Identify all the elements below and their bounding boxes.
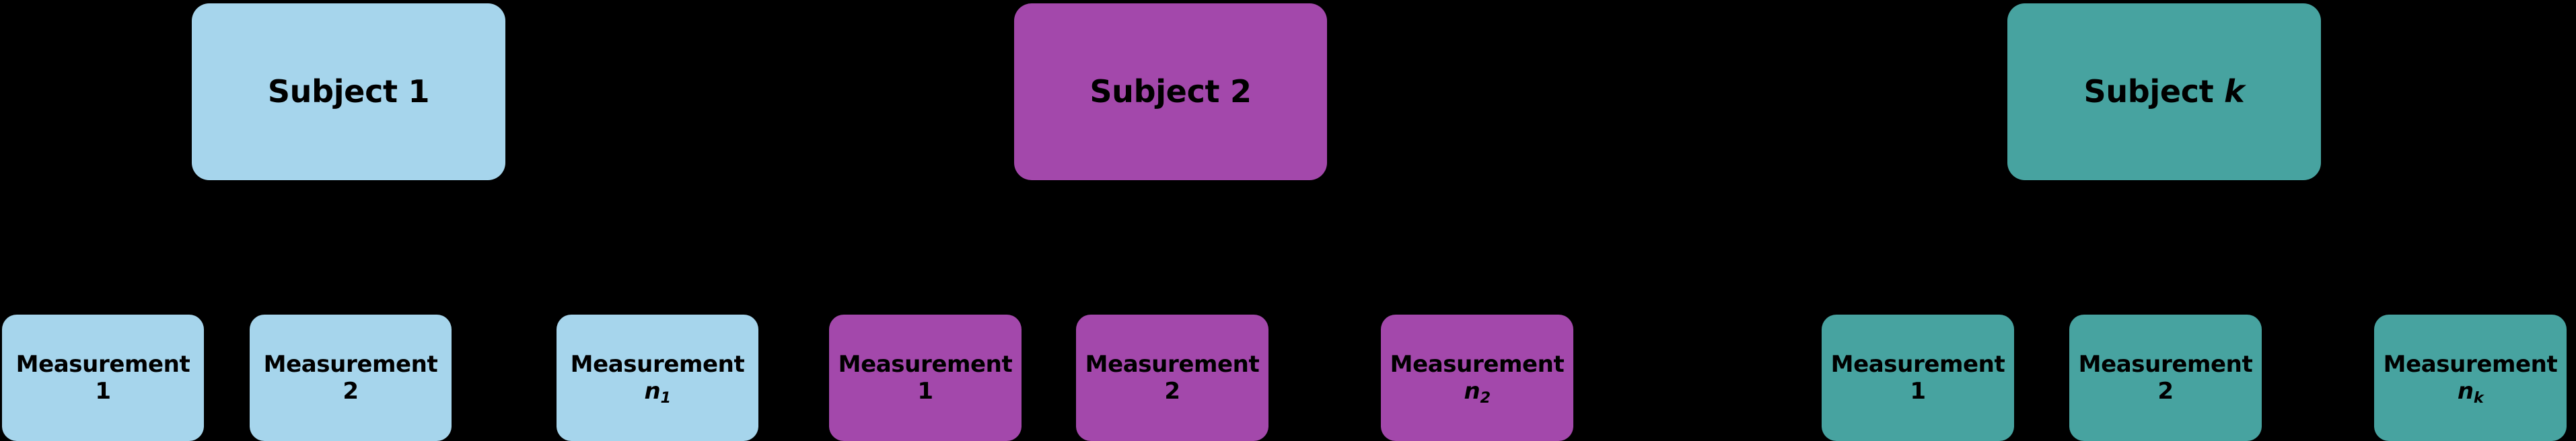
subject-box-2[interactable]: Subject 2: [1014, 3, 1327, 180]
measurement-label-line1: Measurement: [1390, 350, 1565, 378]
measurement-label-line2: nk: [2457, 378, 2484, 407]
measurement-label-line1: Measurement: [2078, 350, 2253, 378]
measurement-label-line2: 2: [2157, 378, 2174, 405]
measurement-label-line1: Measurement: [15, 350, 190, 378]
measurement-label-line2: 1: [95, 378, 111, 405]
subject-label: Subject k: [2083, 73, 2245, 110]
measurement-label-line1: Measurement: [838, 350, 1013, 378]
measurement-label-line1: Measurement: [263, 350, 438, 378]
measurement-label-line2: 2: [343, 378, 359, 405]
measurement-label-line2: 1: [917, 378, 933, 405]
subject-box-1[interactable]: Subject 1: [192, 3, 505, 180]
measurement-label-line2: 1: [1910, 378, 1926, 405]
measurement-label-line2: n2: [1464, 378, 1491, 407]
measurement-label-line1: Measurement: [570, 350, 745, 378]
measurement-label-line1: Measurement: [1085, 350, 1260, 378]
subject-label: Subject 2: [1089, 73, 1252, 110]
measurement-label-line1: Measurement: [2383, 350, 2558, 378]
measurement-label-line1: Measurement: [1830, 350, 2005, 378]
measurement-label-line2: n1: [644, 378, 671, 407]
measurement-label-line2: 2: [1164, 378, 1180, 405]
subject-box-k[interactable]: Subject k: [2007, 3, 2321, 180]
subject-label: Subject 1: [267, 73, 430, 110]
